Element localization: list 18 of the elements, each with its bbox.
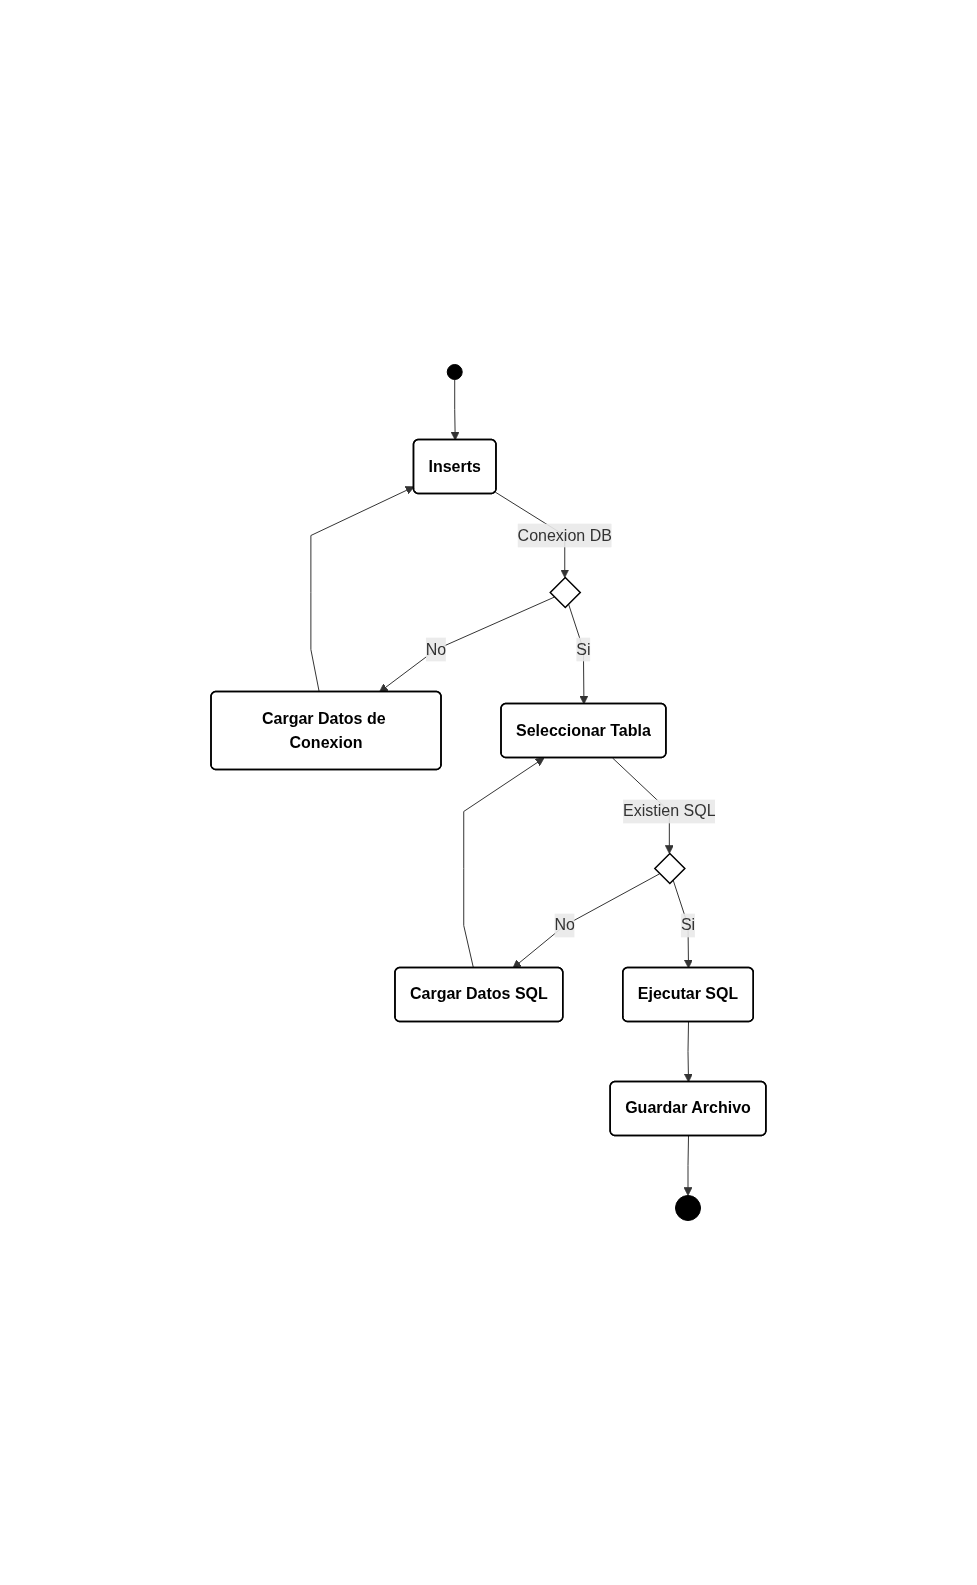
arrow: [683, 1135, 693, 1196]
edge-label: Si: [680, 916, 696, 934]
arrow: [568, 603, 589, 705]
edge-label: Existien SQL: [623, 802, 716, 820]
node-circle: [446, 364, 463, 380]
arrow: [379, 596, 555, 693]
arrow: [450, 379, 460, 441]
arrow: [463, 757, 545, 969]
node-diamond: [549, 576, 582, 609]
arrow: [672, 879, 693, 969]
edge-label: Conexion DB: [517, 526, 612, 544]
arrow: [684, 1021, 693, 1083]
edge-label: Si: [576, 640, 591, 658]
edge-label: No: [425, 640, 447, 658]
arrow: [512, 873, 661, 969]
edge-label: No: [554, 916, 576, 934]
node-diamond: [653, 852, 686, 885]
node-circle: [675, 1195, 702, 1221]
